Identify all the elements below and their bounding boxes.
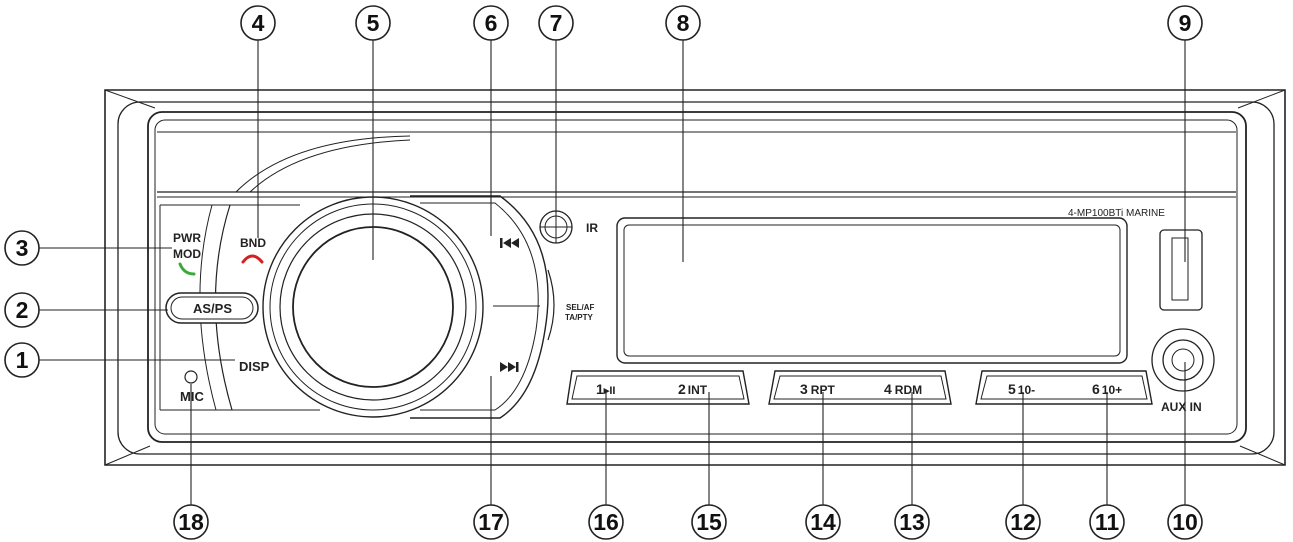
aux-in-jack[interactable]: [1151, 328, 1215, 392]
phone-hangup-icon: [241, 254, 264, 264]
disp-label: DISP: [239, 359, 270, 374]
lcd-display: [616, 217, 1128, 364]
svg-text:12: 12: [1010, 509, 1036, 535]
aux-in-label: AUX IN: [1161, 400, 1202, 414]
callout-8: 8: [665, 5, 701, 41]
callout-16: 16: [588, 504, 624, 540]
usb-port[interactable]: [1159, 229, 1203, 311]
model-name: 4-MP100BTi MARINE: [1068, 208, 1165, 219]
svg-text:6: 6: [485, 10, 498, 36]
callout-17: 17: [473, 504, 509, 540]
callout-18: 18: [173, 504, 209, 540]
bnd-label: BND: [240, 236, 266, 250]
skip-back-icon: [500, 238, 519, 248]
callout-7: 7: [538, 5, 574, 41]
next-track-button[interactable]: [500, 362, 519, 372]
mic-label: MIC: [180, 389, 204, 404]
sel-af-label: SEL/AF: [566, 303, 595, 312]
preset-button-1-2[interactable]: [566, 370, 750, 405]
svg-text:11: 11: [1095, 509, 1120, 535]
preset-button-3-4[interactable]: [768, 370, 952, 405]
callout-1: 1: [4, 342, 40, 378]
ir-receiver: [539, 210, 573, 244]
callout-9: 9: [1167, 5, 1203, 41]
as-ps-button[interactable]: [165, 292, 259, 324]
svg-text:2: 2: [16, 297, 29, 323]
svg-text:10: 10: [1172, 509, 1198, 535]
callout-6: 6: [473, 5, 509, 41]
callout-12: 12: [1005, 504, 1041, 540]
inner-bezel: [147, 111, 1247, 443]
callout-10: 10: [1167, 504, 1203, 540]
svg-text:3: 3: [16, 235, 29, 261]
pwr-label: PWR: [173, 231, 201, 245]
prev-track-button[interactable]: [500, 238, 519, 248]
callout-3: 3: [4, 230, 40, 266]
callout-4: 4: [240, 5, 276, 41]
svg-text:18: 18: [178, 509, 204, 535]
track-skip-panel: [410, 195, 555, 419]
ta-pty-label: TA/PTY: [565, 313, 594, 322]
leader-lines: [38, 40, 1186, 508]
phone-answer-icon: [178, 262, 196, 276]
callout-15: 15: [691, 504, 727, 540]
ir-label: IR: [586, 221, 598, 235]
svg-text:16: 16: [593, 509, 619, 535]
callout-5: 5: [355, 5, 391, 41]
as-ps-label: AS/PS: [193, 301, 232, 316]
mic-hole: [184, 370, 198, 384]
callout-14: 14: [805, 504, 841, 540]
svg-text:8: 8: [677, 10, 690, 36]
preset-button-5-6[interactable]: [975, 370, 1153, 405]
svg-text:9: 9: [1179, 10, 1192, 36]
callout-13: 13: [894, 504, 930, 540]
svg-text:1: 1: [16, 347, 29, 373]
outer-housing: [104, 89, 1286, 466]
callout-2: 2: [4, 292, 40, 328]
svg-text:4: 4: [252, 10, 265, 36]
skip-forward-icon: [500, 362, 519, 372]
mod-label: MOD: [173, 247, 201, 261]
callout-11: 11: [1089, 504, 1125, 540]
svg-text:7: 7: [550, 10, 563, 36]
svg-text:17: 17: [478, 509, 504, 535]
svg-text:15: 15: [696, 509, 722, 535]
svg-text:13: 13: [899, 509, 925, 535]
svg-text:14: 14: [810, 509, 836, 535]
svg-text:5: 5: [367, 10, 380, 36]
